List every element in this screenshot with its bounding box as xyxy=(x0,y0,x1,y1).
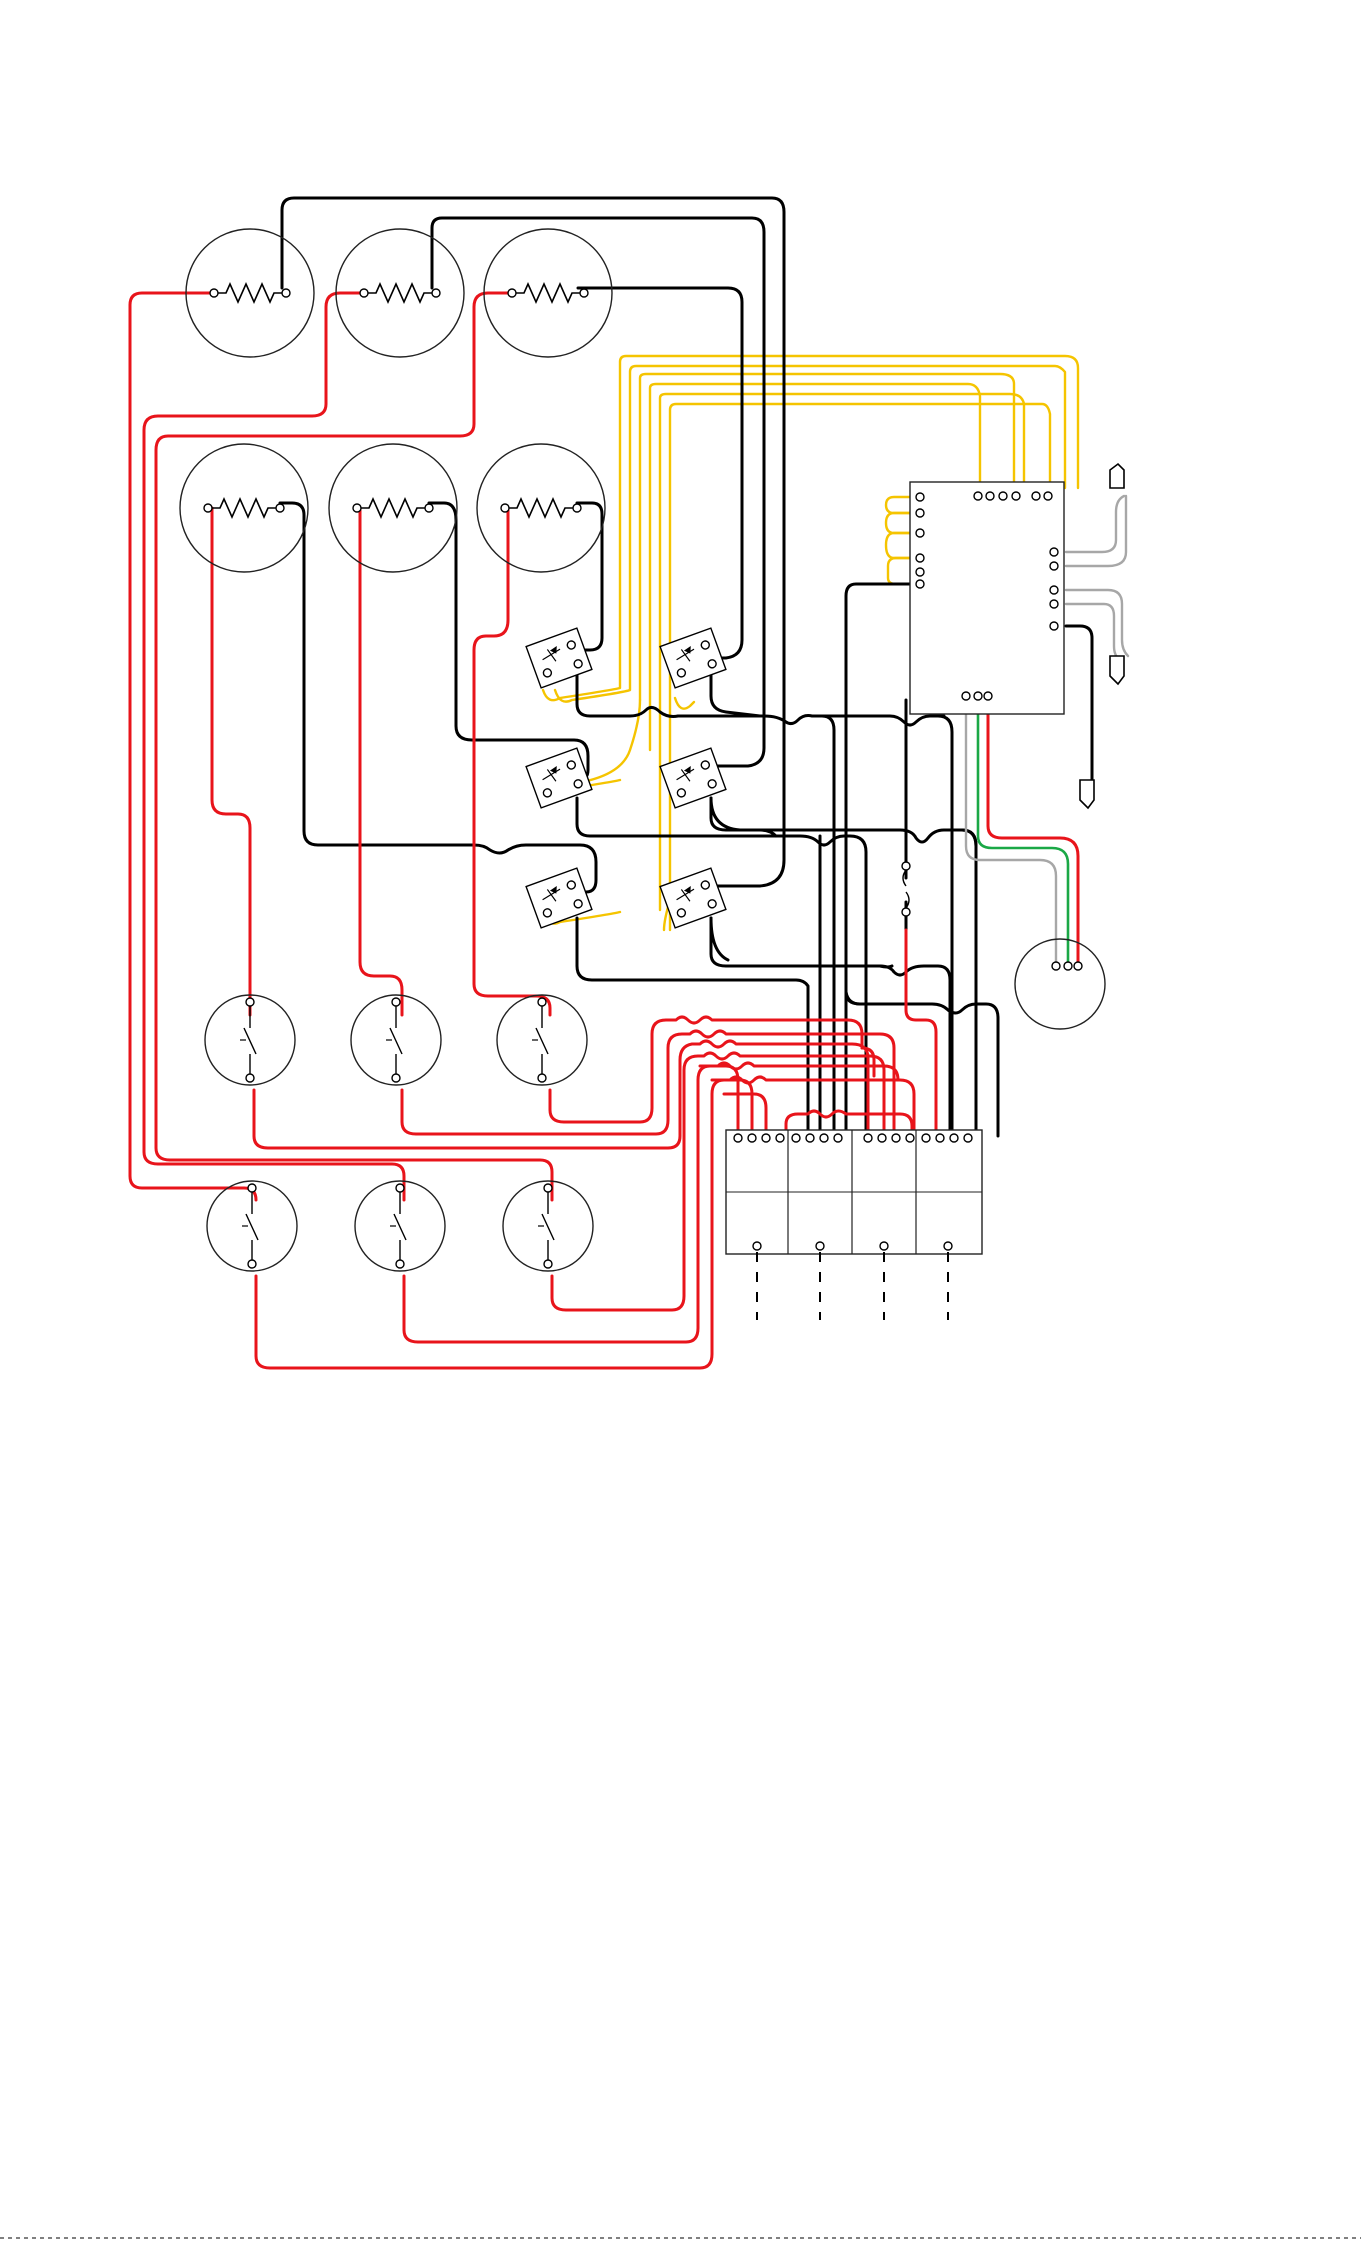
resistor-icon xyxy=(501,499,581,517)
probe-1 xyxy=(1110,464,1124,488)
switch-module-1 xyxy=(526,628,592,688)
heating-element-6 xyxy=(477,444,605,572)
resistor-icon xyxy=(204,499,284,517)
push-switch-6 xyxy=(503,1181,593,1271)
motor xyxy=(1015,939,1105,1029)
probe-3 xyxy=(1080,780,1094,808)
terminal-icon xyxy=(816,1242,824,1250)
push-switch-4 xyxy=(207,1181,297,1271)
thermal-fuse xyxy=(902,862,910,916)
push-switch-5 xyxy=(355,1181,445,1271)
terminal-icon xyxy=(753,1242,761,1250)
push-switch-2 xyxy=(351,995,441,1085)
switch-icon xyxy=(532,998,548,1082)
resistor-icon xyxy=(210,284,290,302)
resistor-icon xyxy=(353,499,433,517)
probe-icon xyxy=(1110,464,1124,488)
terminal-icon xyxy=(880,1242,888,1250)
probe-icon xyxy=(1110,656,1124,684)
push-switch-1 xyxy=(205,995,295,1085)
terminal-icon xyxy=(944,1242,952,1250)
heating-element-5 xyxy=(329,444,457,572)
resistor-icon xyxy=(508,284,588,302)
switch-icon xyxy=(386,998,402,1082)
push-switch-3 xyxy=(497,995,587,1085)
switch-icon xyxy=(526,748,592,808)
switch-module-3 xyxy=(526,748,592,808)
resistor-icon xyxy=(360,284,440,302)
switch-icon xyxy=(240,998,256,1082)
terminal-block xyxy=(726,1130,982,1320)
heating-element-4 xyxy=(180,444,308,572)
motor-icon xyxy=(1015,939,1105,1029)
probe-icon xyxy=(1080,780,1094,808)
probe-2 xyxy=(1110,656,1124,684)
controller-board xyxy=(910,482,1064,714)
switch-icon xyxy=(526,628,592,688)
